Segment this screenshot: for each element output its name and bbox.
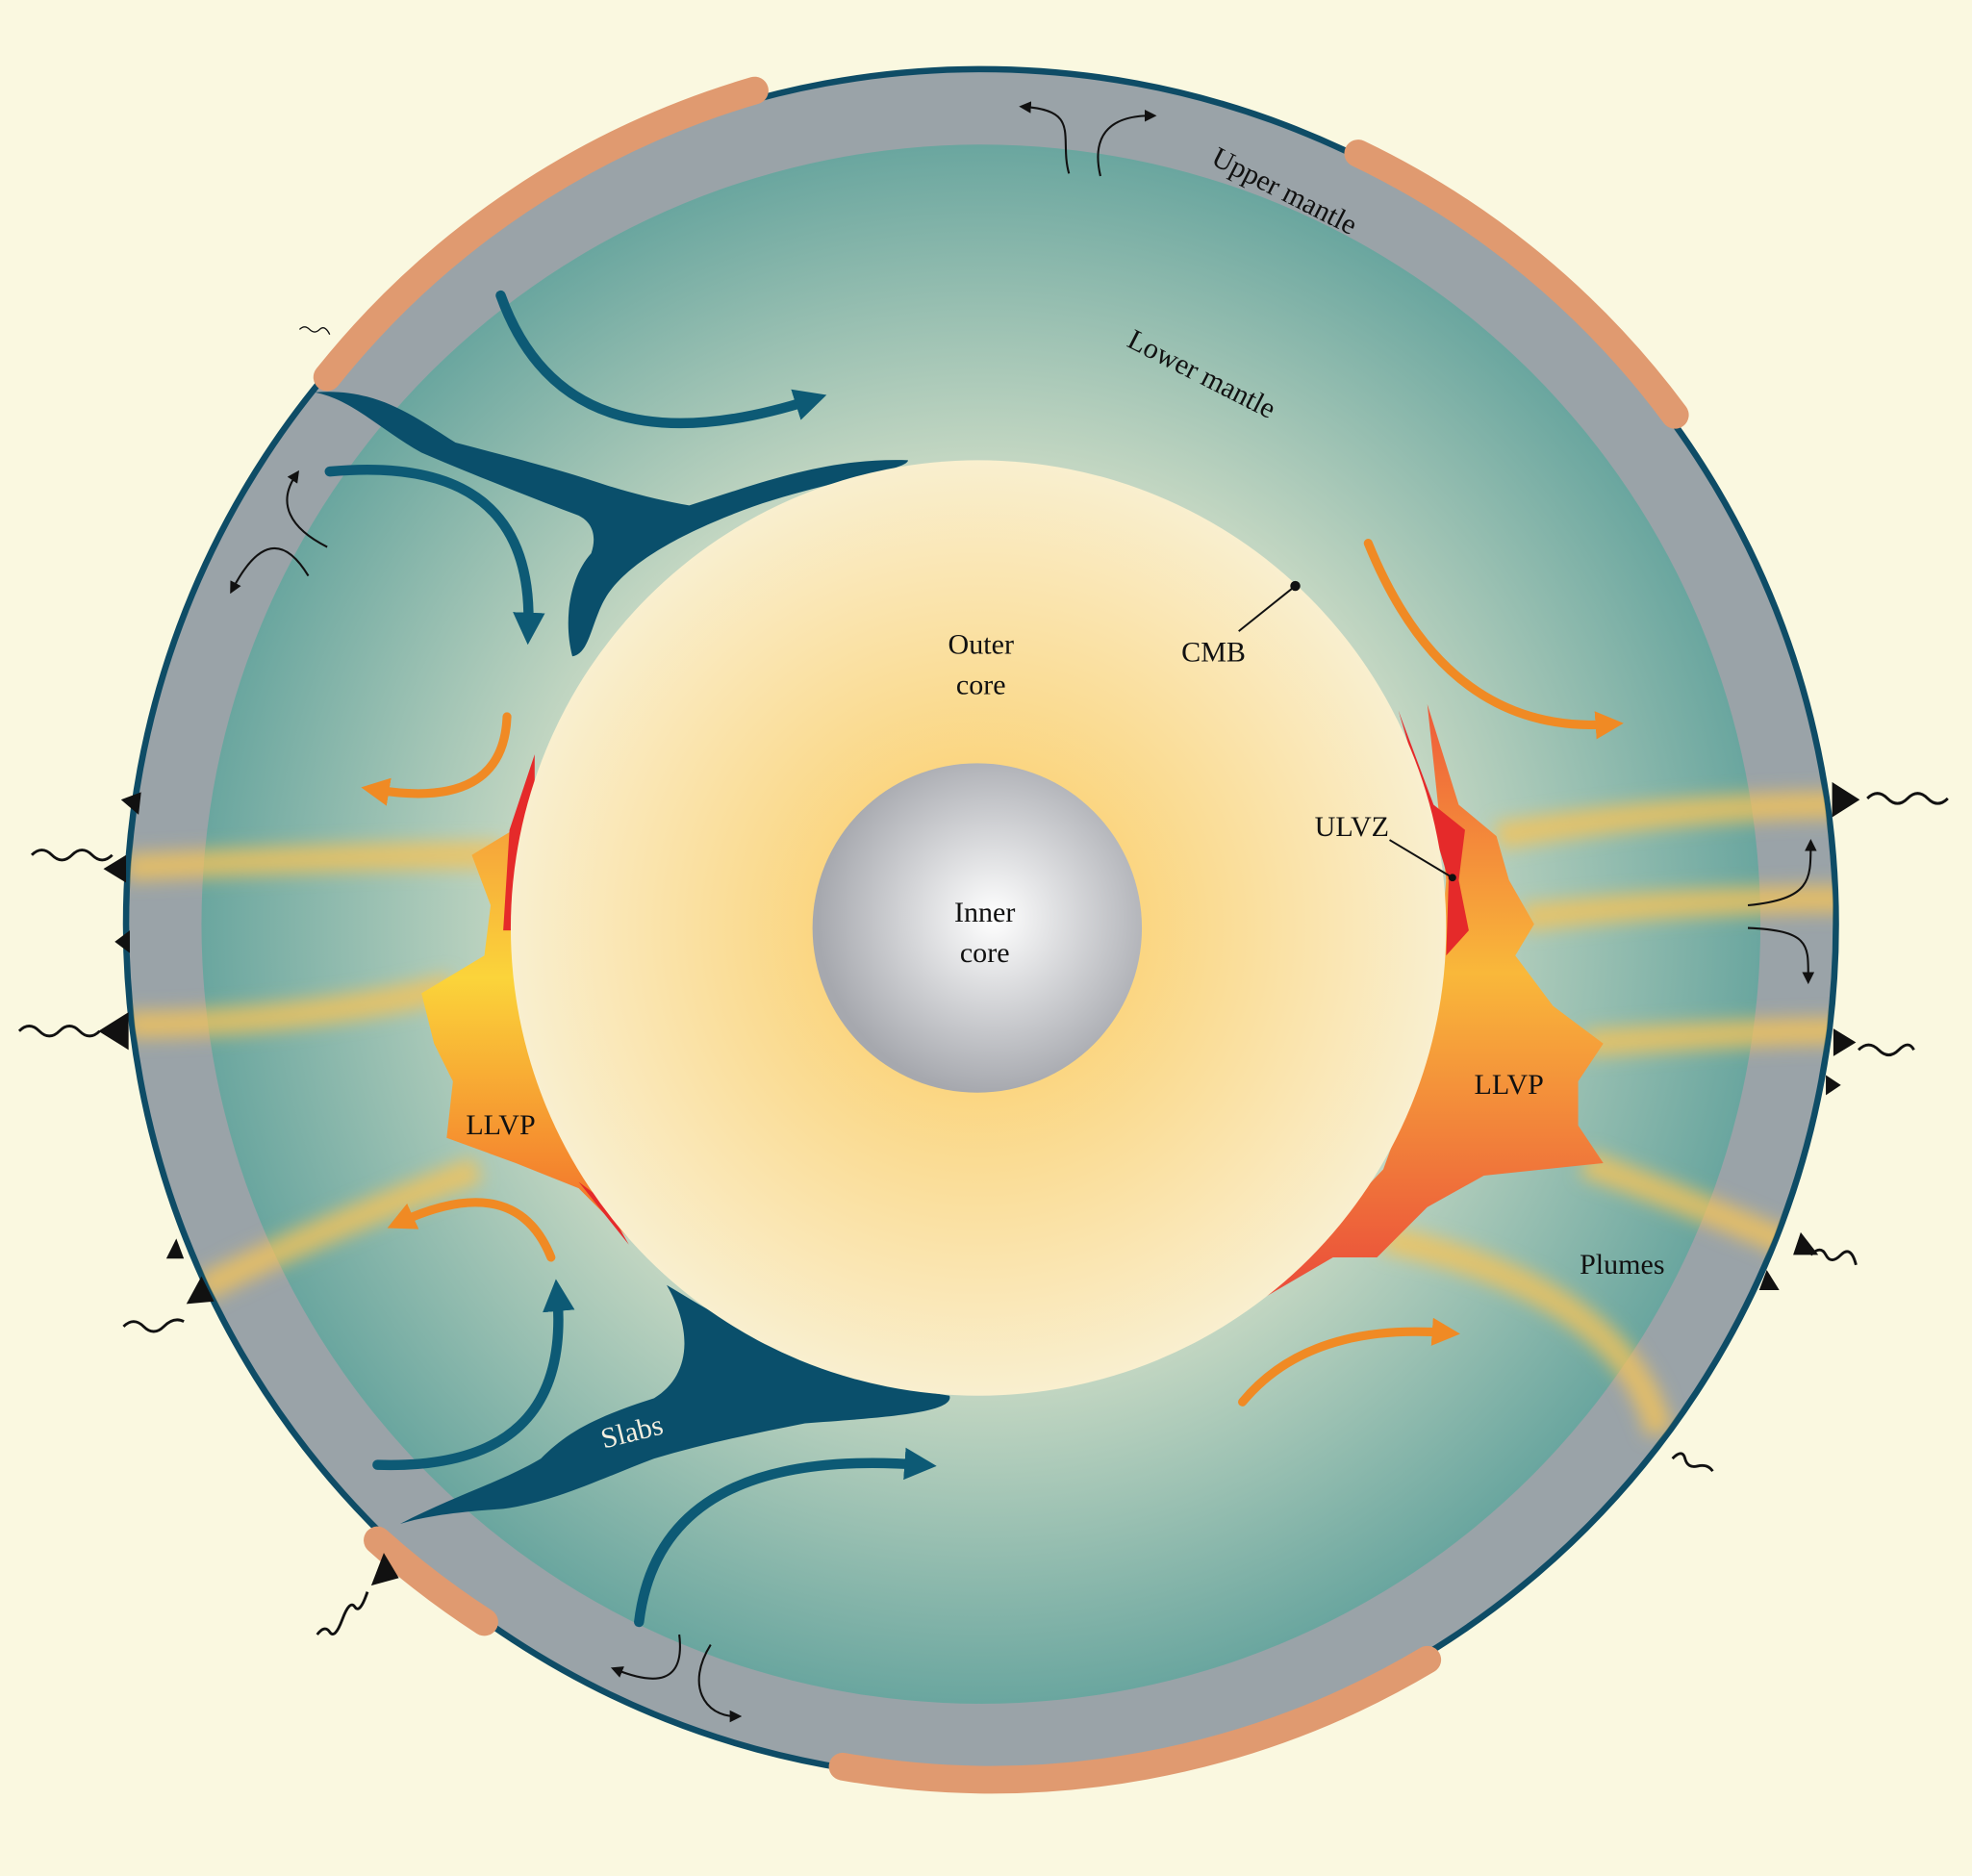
slab-bottom (399, 1284, 950, 1525)
squiggle-icon (1809, 1248, 1858, 1266)
subduction-teeth (98, 781, 1860, 1586)
squiggle-icon (30, 849, 114, 862)
tooth-icon (1826, 1075, 1841, 1096)
blue-arrow (634, 1447, 937, 1628)
blue-flow-arrows (324, 290, 937, 1628)
earthquake-squiggles (17, 326, 1949, 1635)
continents (313, 76, 1689, 1794)
divergence-arrow (1747, 839, 1817, 907)
divergence-arrow (697, 1643, 743, 1723)
plume-band (1520, 885, 1833, 932)
inner-core-label-line2: core (960, 936, 1010, 969)
tooth-icon (1793, 1231, 1819, 1255)
outer-core-label-line1: Outer (948, 628, 1014, 661)
blue-arrow (372, 1279, 575, 1471)
plume-band (1583, 1017, 1833, 1058)
squiggle-icon (17, 1025, 101, 1038)
divergence-arrow (610, 1634, 681, 1680)
tooth-icon (103, 854, 127, 883)
continent (313, 76, 769, 392)
orange-flow-arrows (361, 539, 1624, 1407)
tooth-icon (114, 930, 130, 953)
squiggle-icon (316, 1591, 369, 1635)
orange-arrow (387, 1198, 556, 1262)
blue-arrow (324, 465, 545, 646)
inner-core-label-line1: Inner (954, 896, 1015, 928)
ulvz-leader-line (1389, 839, 1454, 879)
tooth-icon (1832, 781, 1860, 818)
cmb-marker-dot (1290, 580, 1301, 592)
inner-core (812, 763, 1143, 1093)
squiggle-icon (1858, 1043, 1915, 1056)
orange-arrow (1363, 539, 1624, 740)
ulvz-label: ULVZ (1315, 810, 1389, 843)
tooth-icon (186, 1276, 215, 1305)
plume-band (1380, 1225, 1674, 1437)
blue-arrow (495, 290, 827, 429)
squiggle-icon (122, 1318, 185, 1333)
divergence-arrow (1097, 109, 1157, 177)
divergence-arrow (1019, 101, 1071, 174)
plume-band (1494, 791, 1833, 850)
tooth-icon (1758, 1270, 1780, 1290)
squiggle-icon (1671, 1452, 1714, 1473)
llvp-left-label: LLVP (466, 1108, 535, 1141)
tooth-icon (98, 1012, 129, 1051)
ulvz-right (1398, 710, 1469, 956)
plumes-label: Plumes (1580, 1248, 1664, 1280)
continent (364, 1526, 498, 1636)
cmb-label: CMB (1181, 635, 1246, 668)
plume-band (128, 841, 504, 882)
plate-motion-arrows (230, 101, 1817, 1723)
ulvz-marker-dot (1448, 874, 1456, 882)
orange-arrow (1238, 1317, 1460, 1407)
tooth-icon (370, 1553, 399, 1586)
divergence-arrow (230, 547, 310, 595)
plume-band (128, 974, 457, 1039)
outer-core-label-line2: core (956, 668, 1006, 700)
continent (1344, 139, 1689, 429)
squiggle-icon (298, 326, 331, 335)
llvp-right-label: LLVP (1475, 1068, 1544, 1101)
plumes (128, 791, 1833, 1437)
divergence-arrow (286, 469, 328, 548)
squiggle-icon (1866, 792, 1949, 805)
orange-arrow (361, 712, 512, 806)
cmb-leader-line (1238, 585, 1297, 632)
slab-top (315, 392, 908, 657)
tooth-icon (165, 1238, 185, 1259)
tooth-icon (1833, 1028, 1857, 1056)
continent (828, 1645, 1442, 1794)
plume-band (195, 1156, 484, 1302)
llvp-right (1257, 703, 1604, 1302)
divergence-arrow (1747, 926, 1815, 985)
